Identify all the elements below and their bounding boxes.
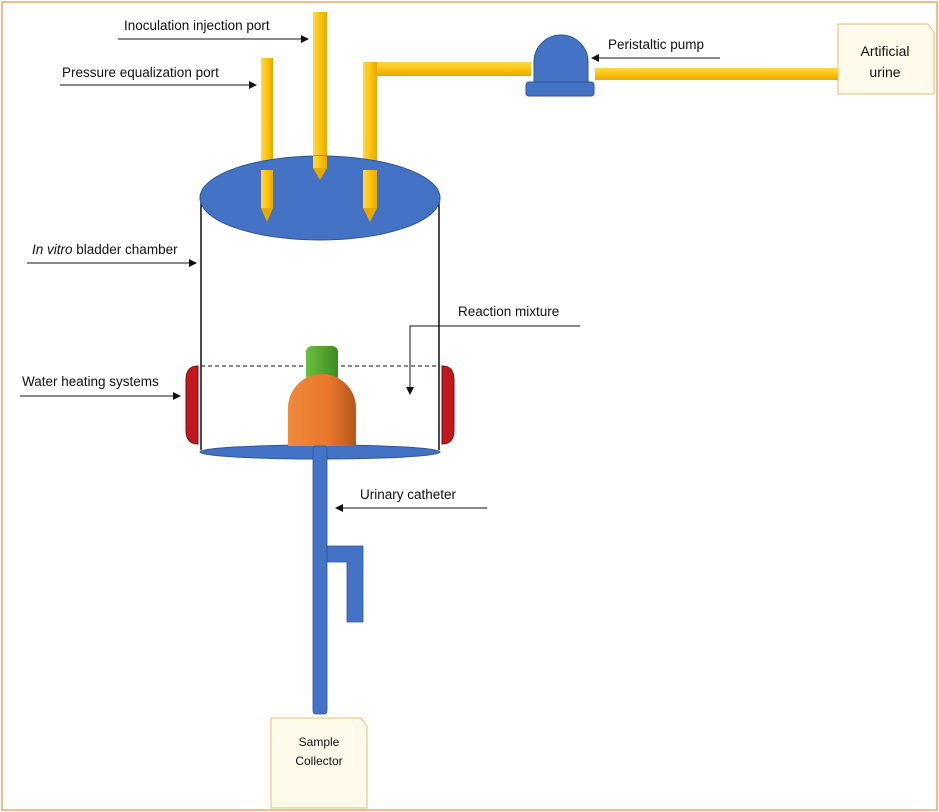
sample-collector-label-line2: Collector bbox=[295, 754, 342, 768]
peristaltic-pump-label: Peristaltic pump bbox=[608, 37, 704, 52]
sample-collector-container bbox=[270, 717, 368, 809]
water-heating-label: Water heating systems bbox=[22, 374, 159, 389]
inoculation-port-label: Inoculation injection port bbox=[124, 18, 270, 33]
pressure-port-label: Pressure equalization port bbox=[62, 65, 219, 80]
urine-supply-tube bbox=[595, 68, 838, 80]
bladder-chamber-label-rest: bladder chamber bbox=[73, 242, 179, 257]
reaction-mixture-label: Reaction mixture bbox=[458, 304, 559, 319]
urinary-catheter bbox=[312, 445, 364, 715]
artificial-urine-label-line1: Artificial bbox=[860, 43, 909, 59]
catheter-bulb-icon bbox=[288, 346, 356, 446]
artificial-urine-container bbox=[837, 23, 935, 95]
reaction-mixture-arrow bbox=[406, 325, 580, 395]
inoculation-injection-tube bbox=[313, 12, 327, 180]
peristaltic-pump-icon bbox=[525, 34, 595, 97]
sample-collector-label-line1: Sample bbox=[299, 735, 340, 749]
artificial-urine-label-line2: urine bbox=[869, 64, 900, 80]
bladder-chamber-label-italic: In vitro bbox=[32, 242, 73, 257]
bladder-chamber-label: In vitro bladder chamber bbox=[32, 242, 178, 257]
urinary-catheter-label: Urinary catheter bbox=[360, 487, 457, 502]
heater-pad-icon bbox=[185, 365, 455, 445]
